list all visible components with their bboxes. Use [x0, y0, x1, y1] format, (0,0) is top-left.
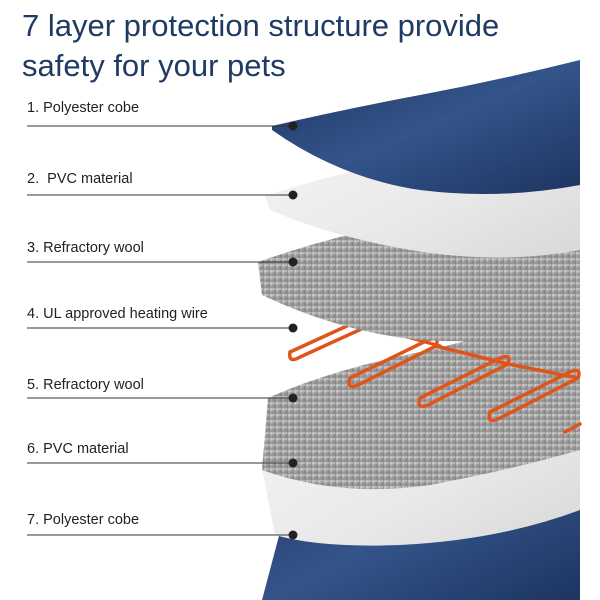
leader-dot-4: [288, 323, 298, 333]
layer-label-4: 4. UL approved heating wire: [27, 306, 208, 322]
leader-dot-5: [288, 393, 298, 403]
leader-dots: [288, 121, 298, 540]
layer-5-wool-sheet: [262, 300, 580, 490]
leader-lines: [27, 125, 293, 536]
leader-dot-2: [288, 190, 298, 200]
page-title: 7 layer protection structure provide saf…: [22, 6, 582, 86]
layer-label-3: 3. Refractory wool: [27, 240, 144, 256]
layer-label-7: 7. Polyester cobe: [27, 512, 140, 528]
layer-label-1: 1. Polyester cobe: [27, 100, 140, 116]
layer-1-polyester-sheet: [272, 60, 580, 194]
leader-dot-7: [288, 530, 298, 540]
leader-dot-1: [288, 121, 298, 131]
title-line-2: safety for your pets: [22, 48, 286, 83]
title-line-1: 7 layer protection structure provide: [22, 8, 500, 43]
leader-dot-3: [288, 257, 298, 267]
layer-label-6: 6. PVC material: [27, 441, 129, 457]
leader-dot-6: [288, 458, 298, 468]
layer-label-5: 5. Refractory wool: [27, 377, 144, 393]
layer-label-2: 2. PVC material: [27, 171, 133, 187]
